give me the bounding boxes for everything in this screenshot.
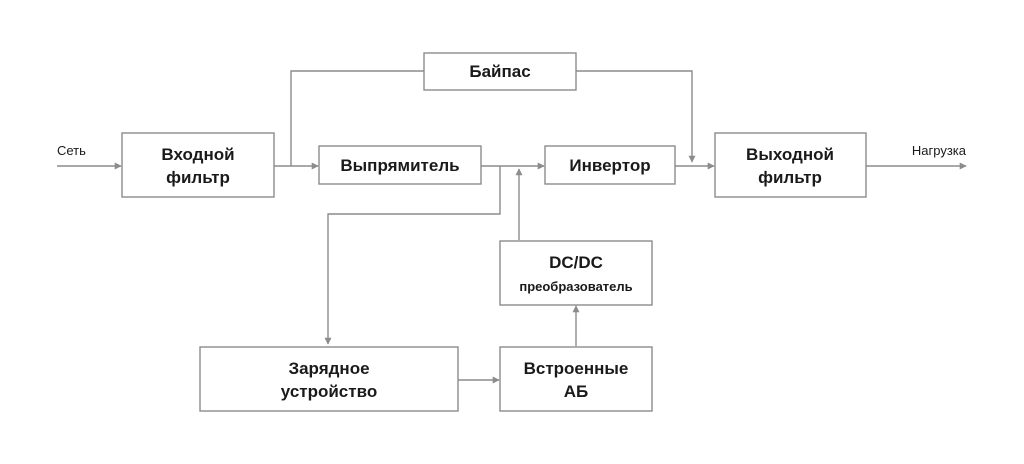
battery-block: Встроенные АБ bbox=[499, 346, 653, 412]
inverter-label: Инвертор bbox=[569, 156, 650, 175]
input-filter-label-line1: Входной bbox=[161, 145, 234, 164]
battery-label-line2: АБ bbox=[564, 382, 589, 401]
dcdc-converter-block: DC/DC преобразователь bbox=[499, 240, 653, 306]
line-bypass-branch-out bbox=[576, 70, 696, 163]
inverter-block: Инвертор bbox=[544, 145, 676, 185]
bypass-label: Байпас bbox=[469, 62, 530, 81]
input-filter-block: Входной фильтр bbox=[121, 132, 275, 198]
dcdc-label-line2: преобразователь bbox=[519, 279, 632, 294]
line-dc-bus-to-charger bbox=[324, 166, 501, 345]
mains-label: Сеть bbox=[57, 143, 86, 158]
battery-label-line1: Встроенные bbox=[524, 359, 629, 378]
bypass-block: Байпас bbox=[423, 52, 577, 91]
output-filter-block: Выходной фильтр bbox=[714, 132, 867, 198]
connections bbox=[57, 70, 967, 384]
rectifier-block: Выпрямитель bbox=[318, 145, 482, 185]
load-label: Нагрузка bbox=[912, 143, 967, 158]
output-filter-label-line2: фильтр bbox=[758, 168, 822, 187]
charger-block: Зарядное устройство bbox=[199, 346, 459, 412]
output-filter-label-line1: Выходной bbox=[746, 145, 834, 164]
dcdc-label-line1: DC/DC bbox=[549, 253, 603, 272]
input-filter-label-line2: фильтр bbox=[166, 168, 230, 187]
rectifier-label: Выпрямитель bbox=[340, 156, 459, 175]
charger-label-line2: устройство bbox=[281, 382, 377, 401]
charger-label-line1: Зарядное bbox=[288, 359, 369, 378]
line-bypass-branch-in bbox=[290, 70, 424, 166]
